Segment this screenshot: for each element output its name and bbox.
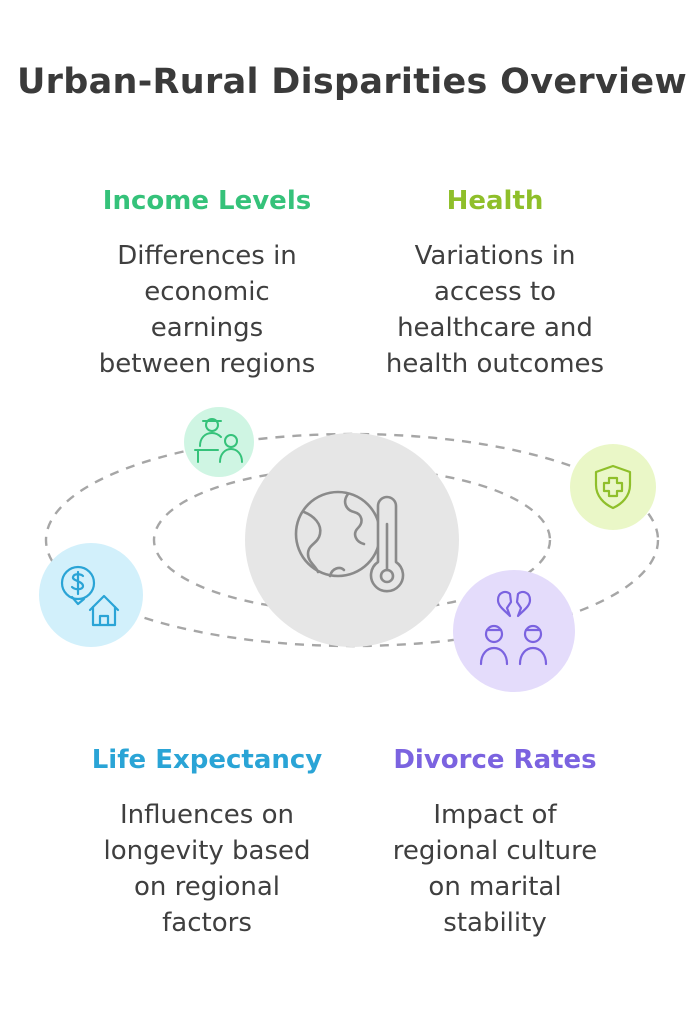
life-desc-line: Influences on [120,800,294,830]
divorce-desc-line: on marital [428,872,562,902]
income-desc-line: Differences in [117,241,297,271]
health-card: Health Variations in access to healthcar… [350,184,640,382]
teacher-student-icon [194,418,243,463]
divorce-desc-line: regional culture [392,836,598,866]
divorce-desc-line: stability [443,908,547,938]
life-expectancy-title: Life Expectancy [91,745,323,775]
divorce-rates-card: Divorce Rates Impact of regional culture… [350,743,640,941]
income-desc-line: between regions [98,349,316,379]
income-desc-line: economic [144,277,270,307]
life-desc-line: on regional [133,872,281,902]
income-card: Income Levels Differences in economic ea… [62,184,352,382]
divorce-rates-description: Impact of regional culture on marital st… [350,797,640,941]
health-desc-line: Variations in [414,241,576,271]
income-title: Income Levels [102,186,312,216]
life-expectancy-card: Life Expectancy Influences on longevity … [62,743,352,941]
health-title: Health [446,186,544,216]
dollar-house-icon [60,565,120,627]
life-desc-line: factors [162,908,252,938]
life-expectancy-description: Influences on longevity based on regiona… [62,797,352,941]
health-desc-line: access to [434,277,556,307]
couple-broken-heart-icon [479,590,548,666]
income-desc-line: earnings [150,313,264,343]
shield-cross-icon [594,464,632,510]
health-desc-line: healthcare and [397,313,593,343]
health-icon-circle [570,444,656,530]
center-circle [245,433,459,647]
life-desc-line: longevity based [103,836,311,866]
divorce-desc-line: Impact of [433,800,557,830]
health-description: Variations in access to healthcare and h… [350,238,640,382]
income-icon-circle [184,407,254,477]
page-title: Urban-Rural Disparities Overview [16,62,688,102]
health-desc-line: health outcomes [385,349,605,379]
divorce-icon-circle [453,570,575,692]
divorce-rates-title: Divorce Rates [393,745,597,775]
income-description: Differences in economic earnings between… [62,238,352,382]
globe-thermometer-icon [294,490,405,593]
life-icon-circle [39,543,143,647]
